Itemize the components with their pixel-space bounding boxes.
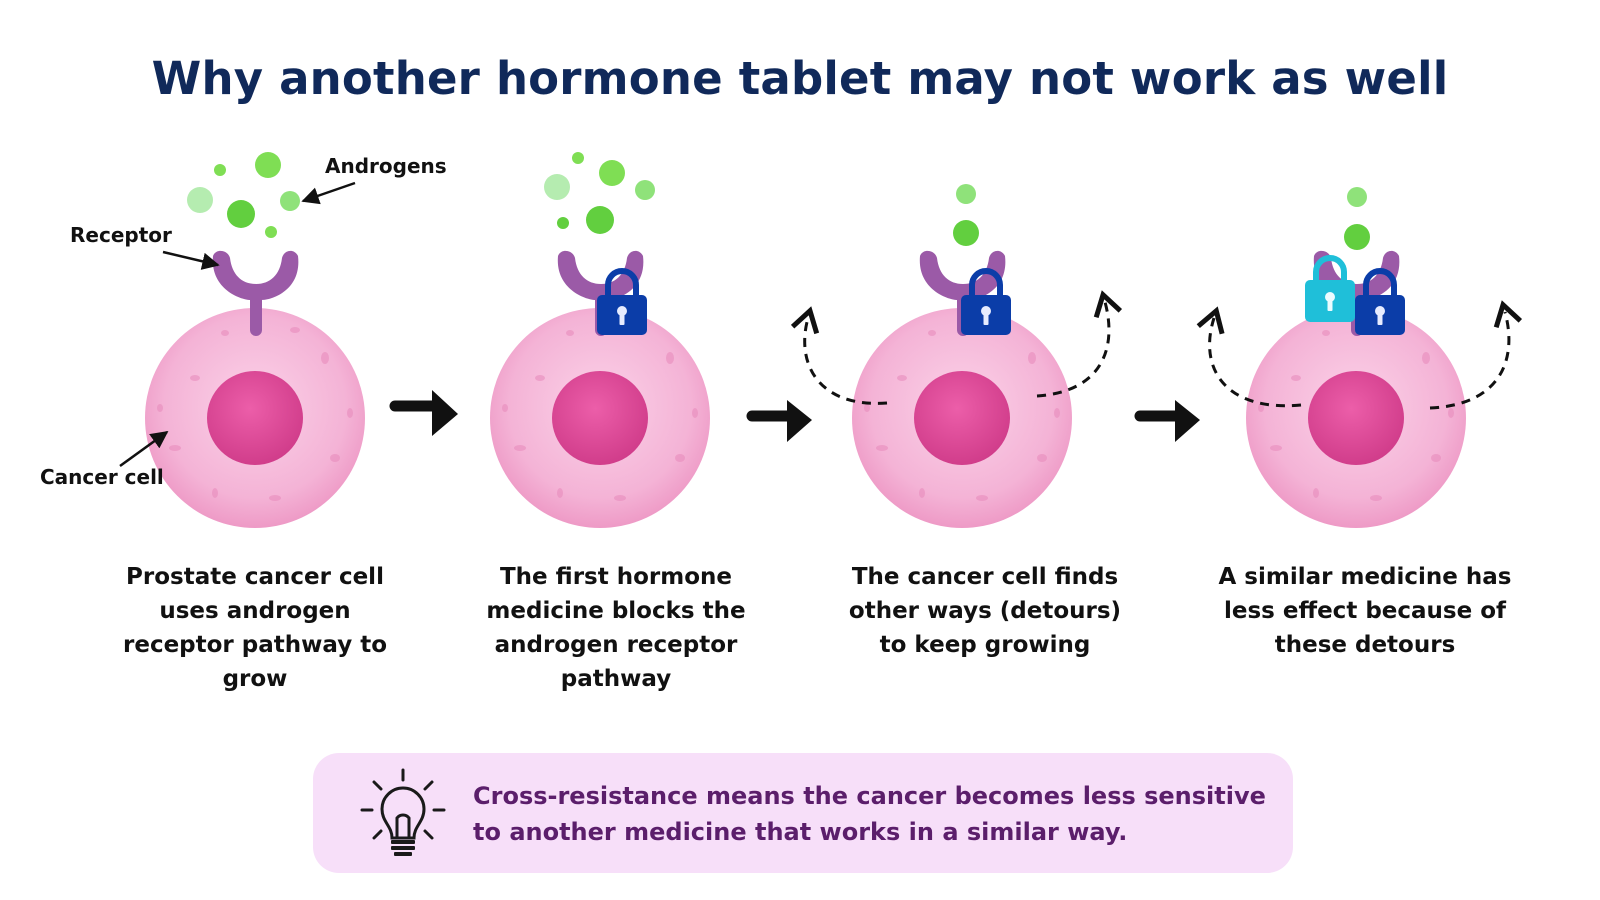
page-title: Why another hormone tablet may not work … [151, 52, 1449, 105]
detour-arrow-right [1429, 300, 1523, 410]
androgens-pointer-arrow [301, 181, 356, 205]
step-1-caption: Prostate cancer cell uses androgen recep… [123, 564, 387, 692]
step-3-caption: The cancer cell finds other ways (detour… [848, 564, 1122, 658]
step-2-androgens [544, 152, 655, 234]
step-3-androgens [953, 184, 979, 246]
step-1-receptor [212, 250, 299, 336]
step-2-caption: The first hormone medicine blocks the an… [486, 564, 746, 692]
cancer-cell-label: Cancer cell [40, 465, 164, 489]
step-arrow-3 [1134, 400, 1200, 442]
diagram-artwork: Androgens Receptor Cancer cell [40, 152, 1523, 528]
step-arrow-1 [389, 390, 458, 436]
step-1-androgens [187, 152, 300, 238]
lock-icon [1305, 255, 1355, 322]
callout-box: Cross-resistance means the cancer become… [313, 753, 1293, 873]
step-4-receptor [1313, 250, 1400, 336]
detour-arrow-left [790, 306, 888, 405]
receptor-label: Receptor [70, 223, 172, 247]
step-4-caption: A similar medicine has less effect becau… [1218, 564, 1512, 658]
step-3-receptor [919, 250, 1006, 336]
callout-text: Cross-resistance means the cancer become… [473, 782, 1266, 846]
step-4-androgens [1344, 187, 1370, 250]
step-2-cell [490, 308, 710, 528]
step-4-cell [1246, 308, 1466, 528]
lock-icon [597, 268, 647, 335]
step-2-receptor [557, 250, 644, 336]
step-3-cell [852, 308, 1072, 528]
step-arrow-2 [746, 400, 812, 442]
detour-arrow-left [1196, 306, 1302, 408]
step-1-cell [145, 308, 365, 528]
receptor-pointer-arrow [162, 250, 220, 270]
cancer-cell-pointer-arrow [119, 430, 169, 468]
lightbulb-icon [360, 768, 446, 856]
androgens-label: Androgens [325, 154, 447, 178]
lock-icon [1355, 268, 1405, 335]
detour-arrow-right [1036, 290, 1123, 398]
lock-icon [961, 268, 1011, 335]
